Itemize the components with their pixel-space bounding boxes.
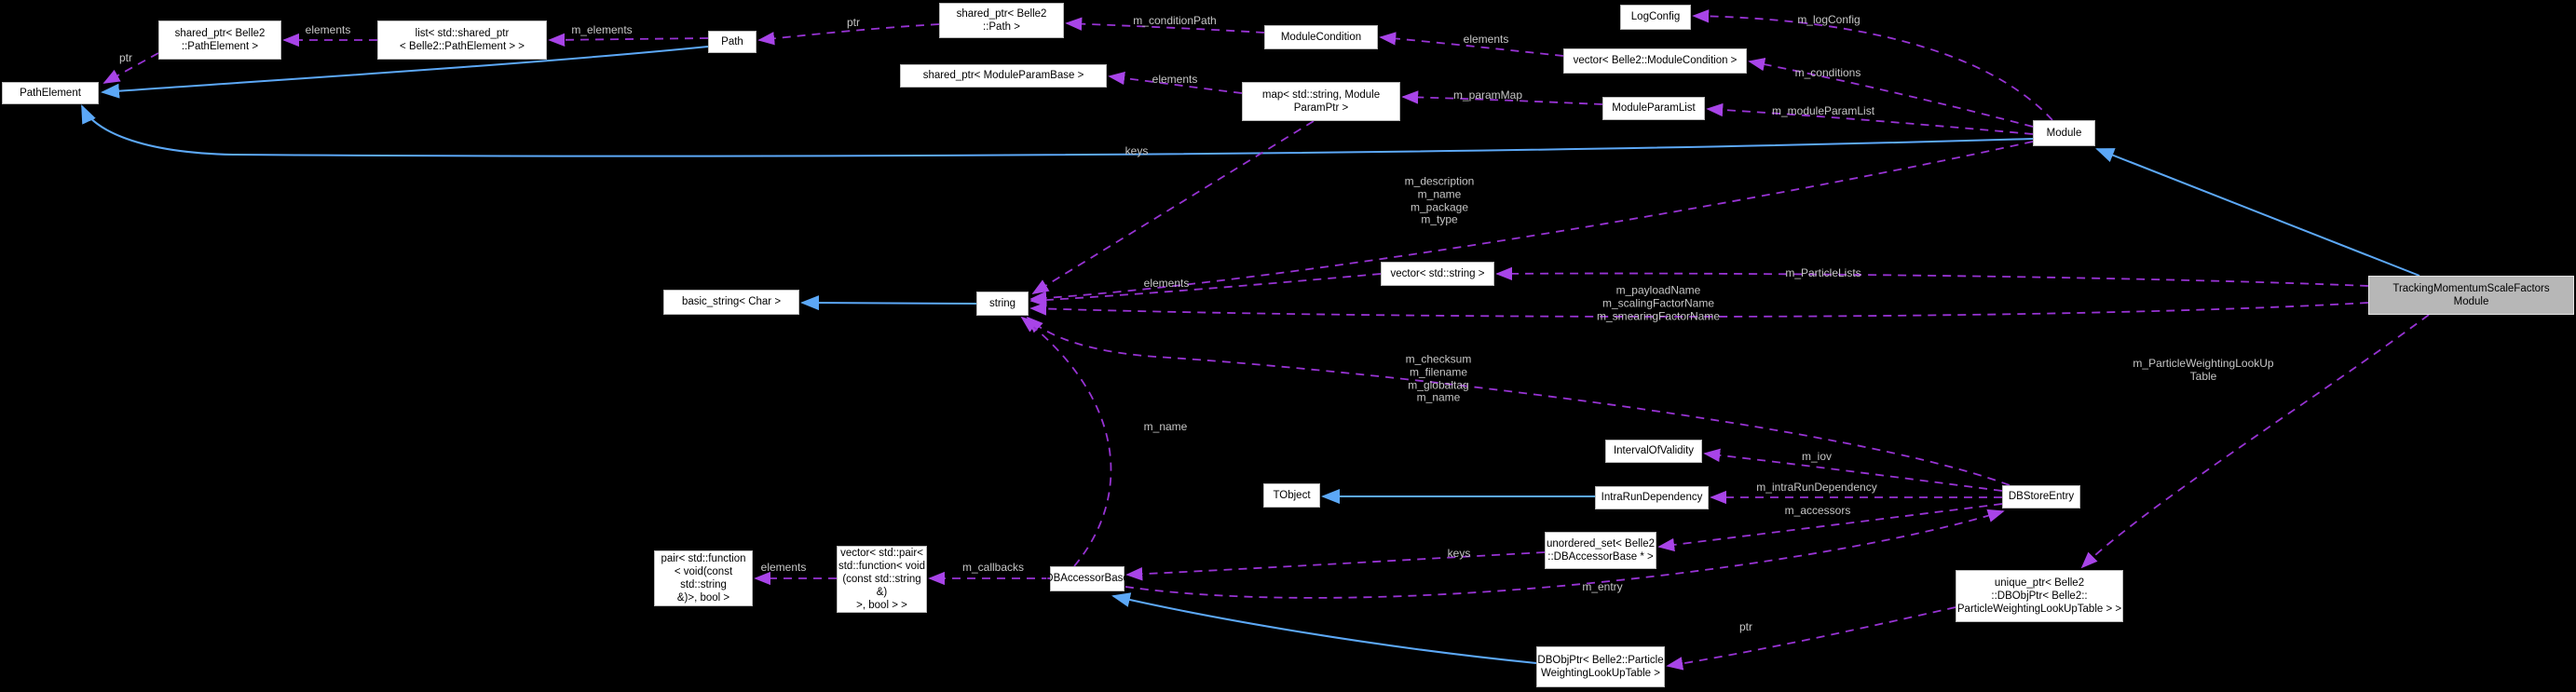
edge-vector-modulecondition-to-modulecondition bbox=[1379, 32, 1564, 57]
node-vector-modulecondition[interactable]: vector< Belle2::ModuleCondition > bbox=[1563, 48, 1747, 74]
edge-label-m_intraRunDependency: m_intraRunDependency bbox=[1756, 481, 1877, 495]
edge-label-ptr: ptr bbox=[846, 16, 861, 30]
edge-vector-std-string-to-string bbox=[1029, 273, 1382, 307]
node-path[interactable]: Path bbox=[708, 31, 756, 53]
edge-dbstoreentry-to-unordered-set-dbaccessorbase bbox=[1657, 503, 2003, 552]
node-logconfig[interactable]: LogConfig bbox=[1620, 5, 1691, 30]
node-dbobjptr-particleweightinglookuptable[interactable]: DBObjPtr< Belle2::Particle WeightingLook… bbox=[1536, 646, 1665, 687]
node-dbstoreentry[interactable]: DBStoreEntry bbox=[2002, 485, 2080, 509]
edge-label-elements: elements bbox=[1152, 73, 1198, 87]
edge-module-to-vector-modulecondition bbox=[1748, 58, 2034, 128]
edge-module-to-pathelement bbox=[81, 104, 2034, 157]
node-moduleparamlist[interactable]: ModuleParamList bbox=[1602, 97, 1705, 120]
node-trackingmomentumscalefactorsmodule: TrackingMomentumScaleFactors Module bbox=[2368, 276, 2574, 315]
edge-shared-ptr-path-to-path bbox=[757, 23, 940, 46]
edge-module-to-string bbox=[1029, 141, 2034, 305]
edge-string-to-basic-string-char bbox=[800, 295, 977, 311]
edge-label-m_logConfig: m_logConfig bbox=[1797, 13, 1860, 27]
edge-unique-ptr-dbobjptr-to-dbobjptr-particleweightinglookuptable bbox=[1666, 606, 1956, 671]
edge-label-m_entry: m_entry bbox=[1582, 580, 1623, 594]
node-list-shared-ptr-pathelement[interactable]: list< std::shared_ptr < Belle2::PathElem… bbox=[377, 20, 547, 60]
node-shared-ptr-path[interactable]: shared_ptr< Belle2 ::Path > bbox=[939, 3, 1064, 38]
edge-label-elements: elements bbox=[305, 23, 351, 37]
edge-label-m_accessors: m_accessors bbox=[1784, 504, 1851, 518]
edge-module-to-logconfig bbox=[1692, 9, 2053, 121]
edge-trackingmomentumscalefactorsmodule-to-unique-ptr-dbobjptr bbox=[2080, 314, 2430, 569]
edge-label-m_callbacks: m_callbacks bbox=[961, 561, 1025, 575]
edge-dbaccessorbase-to-string bbox=[1020, 316, 1112, 567]
edge-label-m_moduleParamList: m_moduleParamList bbox=[1771, 104, 1875, 118]
edge-shared-ptr-pathelement-to-pathelement bbox=[102, 52, 159, 84]
edge-label-m_conditionPath: m_conditionPath bbox=[1133, 14, 1217, 28]
edge-label-elements: elements bbox=[1143, 277, 1190, 291]
node-modulecondition[interactable]: ModuleCondition bbox=[1264, 25, 1378, 49]
edge-label-elements: elements bbox=[760, 561, 807, 575]
node-vector-pair-std-function[interactable]: vector< std::pair< std::function< void (… bbox=[837, 546, 927, 613]
node-intrarundependency[interactable]: IntraRunDependency bbox=[1595, 486, 1709, 509]
edge-label-m_description: m_description m_name m_package m_type bbox=[1404, 174, 1475, 226]
edge-label-m_paramMap: m_paramMap bbox=[1452, 88, 1523, 102]
node-dbaccessorbase[interactable]: DBAccessorBase bbox=[1045, 566, 1129, 591]
edge-label-ptr: ptr bbox=[118, 51, 133, 65]
edge-label-keys: keys bbox=[1447, 547, 1471, 561]
node-vector-std-string[interactable]: vector< std::string > bbox=[1381, 262, 1494, 286]
edge-label-m_iov: m_iov bbox=[1801, 450, 1833, 464]
node-unordered-set-dbaccessorbase[interactable]: unordered_set< Belle2 ::DBAccessorBase *… bbox=[1545, 532, 1656, 569]
edge-label-m_ParticleLists: m_ParticleLists bbox=[1785, 266, 1861, 280]
edge-map-string-moduleparamptr-to-shared-ptr-moduleparambase bbox=[1108, 71, 1243, 94]
edge-label-m_name: m_name bbox=[1143, 420, 1188, 434]
edge-path-to-list-shared-ptr-pathelement bbox=[548, 33, 709, 47]
node-basic-string-char[interactable]: basic_string< Char > bbox=[663, 290, 799, 315]
node-map-string-moduleparamptr[interactable]: map< std::string, Module ParamPtr > bbox=[1242, 82, 1400, 121]
edge-unordered-set-dbaccessorbase-to-dbaccessorbase bbox=[1125, 551, 1546, 581]
node-tobject[interactable]: TObject bbox=[1263, 483, 1320, 508]
edge-dbstoreentry-to-intervalofvalidity bbox=[1703, 448, 2003, 492]
edge-path-to-pathelement bbox=[101, 46, 709, 99]
node-intervalofvalidity[interactable]: IntervalOfValidity bbox=[1605, 440, 1702, 463]
edge-trackingmomentumscalefactorsmodule-to-string bbox=[1029, 302, 2369, 318]
edge-trackingmomentumscalefactorsmodule-to-module bbox=[2095, 148, 2420, 277]
node-shared-ptr-pathelement[interactable]: shared_ptr< Belle2 ::PathElement > bbox=[158, 20, 281, 60]
node-unique-ptr-dbobjptr[interactable]: unique_ptr< Belle2 ::DBObjPtr< Belle2:: … bbox=[1956, 570, 2123, 622]
edge-label-ptr: ptr bbox=[1738, 620, 1753, 634]
edge-map-string-moduleparamptr-to-string bbox=[1031, 120, 1315, 294]
edge-label-m_payloadName: m_payloadName m_scalingFactorName m_smea… bbox=[1596, 283, 1721, 322]
node-pathelement[interactable]: PathElement bbox=[2, 82, 99, 104]
edge-label-m_ParticleWeightingLookUp: m_ParticleWeightingLookUp Table bbox=[2133, 357, 2274, 383]
edge-label-m_elements: m_elements bbox=[571, 23, 633, 37]
node-pair-std-function[interactable]: pair< std::function < void(const std::st… bbox=[654, 550, 753, 606]
edge-dbobjptr-particleweightinglookuptable-to-dbaccessorbase bbox=[1111, 592, 1537, 664]
edge-label-m_conditions: m_conditions bbox=[1794, 66, 1861, 80]
node-shared-ptr-moduleparambase[interactable]: shared_ptr< ModuleParamBase > bbox=[900, 64, 1107, 88]
edge-trackingmomentumscalefactorsmodule-to-vector-std-string bbox=[1495, 266, 2369, 287]
edge-label-keys: keys bbox=[1124, 144, 1149, 158]
edge-dbaccessorbase-to-dbstoreentry bbox=[1124, 509, 2005, 599]
edge-modulecondition-to-shared-ptr-path bbox=[1065, 17, 1265, 34]
edge-label-elements: elements bbox=[1463, 33, 1509, 47]
node-string[interactable]: string bbox=[976, 292, 1029, 316]
node-module[interactable]: Module bbox=[2033, 120, 2095, 146]
edge-label-m_checksum: m_checksum m_filename m_globaltag m_name bbox=[1405, 352, 1472, 404]
edge-dbstoreentry-to-string bbox=[1026, 316, 2010, 486]
